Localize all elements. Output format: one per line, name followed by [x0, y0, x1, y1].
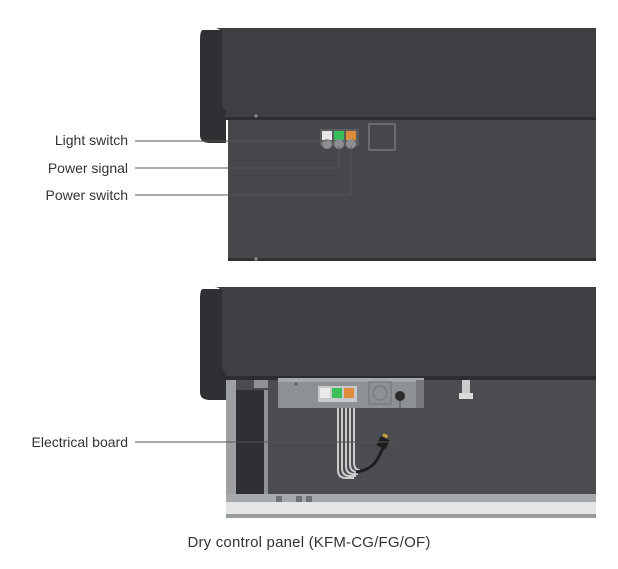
top-cabinet-left-edge: [200, 30, 226, 143]
board-round-cutout: [372, 385, 388, 401]
bottom-rail-upper: [226, 494, 596, 502]
top-panel-bottom-edge: [228, 258, 596, 261]
label-light-switch: Light switch: [54, 132, 128, 148]
rail-bolt: [296, 496, 302, 502]
hanger-post-base: [459, 393, 473, 399]
rail-bolt: [276, 496, 282, 502]
top-screw-bottom: [254, 257, 258, 261]
bottom-cabinet-view: [135, 287, 596, 518]
rail-bolt: [306, 496, 312, 502]
power-plug: [376, 436, 390, 450]
label-power-signal: Power signal: [47, 160, 128, 176]
electrical-board-top: [278, 378, 424, 382]
light-switch-button[interactable]: [322, 131, 332, 140]
label-electrical-board: Electrical board: [31, 434, 129, 450]
power-switch-button[interactable]: [346, 131, 356, 140]
board-power-switch[interactable]: [344, 388, 354, 398]
power-cord: [355, 445, 386, 474]
plug-prong: [382, 433, 389, 439]
top-cabinet-lid: [204, 28, 596, 118]
bottom-left-frame: [226, 380, 236, 518]
power-signal-knob: [334, 139, 344, 149]
board-screw: [294, 382, 298, 386]
bottom-cabinet-lid: [206, 287, 596, 378]
bottom-mount-left: [254, 380, 268, 388]
board-cutout: [368, 381, 392, 405]
power-switch-knob: [346, 139, 356, 149]
bottom-side-rail: [264, 390, 268, 502]
top-front-panel: [228, 120, 596, 260]
leader-electrical-board: [135, 401, 401, 443]
top-lid-seam: [226, 117, 596, 120]
board-light-switch[interactable]: [320, 388, 330, 398]
bottom-cabinet-left-edge: [200, 289, 226, 400]
top-switch-group: [320, 129, 359, 149]
bottom-side-recess: [236, 390, 264, 502]
power-signal-light: [334, 131, 344, 140]
hanger-post: [462, 380, 470, 394]
electrical-board: [278, 378, 424, 408]
figure-caption: Dry control panel (KFM-CG/FG/OF): [187, 534, 431, 551]
bottom-rail-floor: [226, 502, 596, 514]
top-screw: [254, 114, 258, 118]
leader-power-switch: [135, 146, 352, 196]
top-cabinet-view: [135, 28, 596, 261]
electrical-board-side: [416, 380, 424, 408]
top-leader-lines: [135, 140, 352, 196]
board-grommet: [395, 391, 405, 401]
top-panel-cutout: [368, 123, 396, 151]
bottom-rail-lower: [226, 514, 596, 518]
board-power-signal: [332, 388, 342, 398]
leader-power-signal: [135, 146, 340, 169]
label-power-switch: Power switch: [45, 187, 128, 203]
